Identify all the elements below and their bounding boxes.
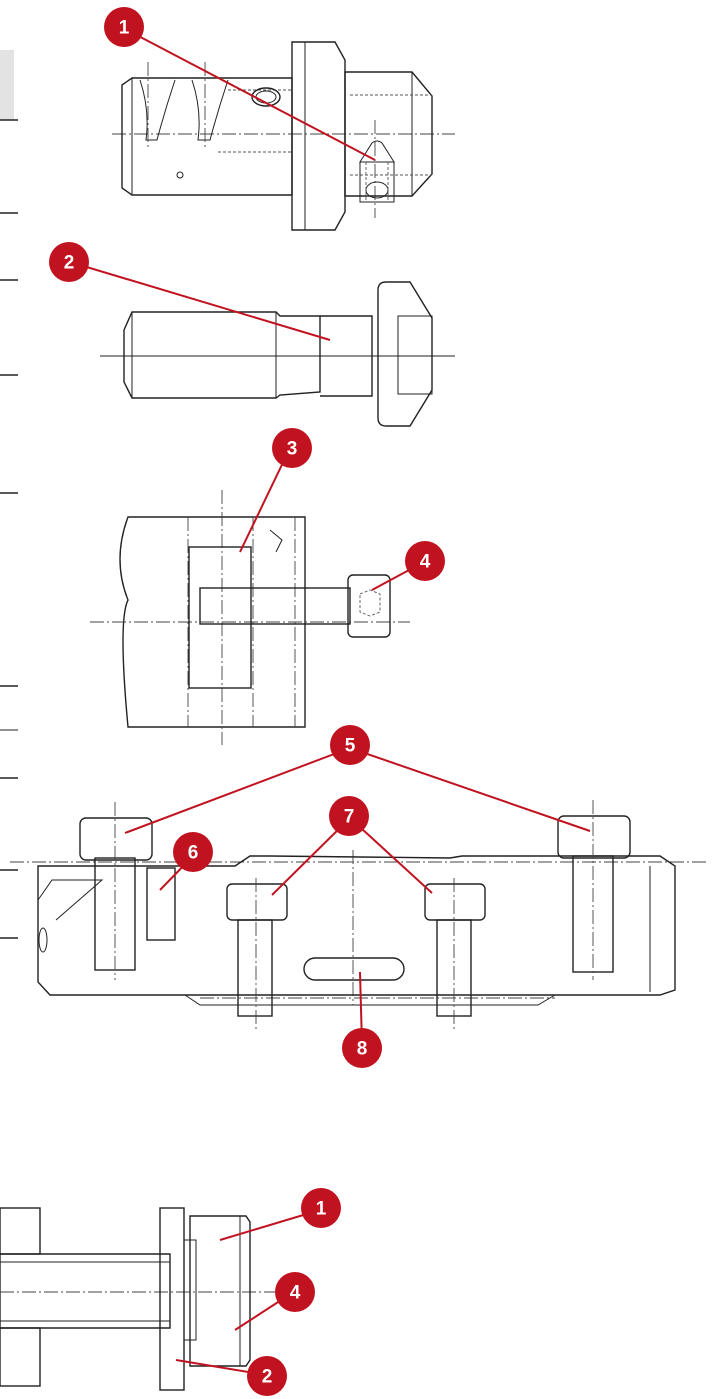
svg-text:6: 6 bbox=[188, 843, 199, 864]
callout-5: 5 bbox=[330, 725, 370, 765]
callout-7: 7 bbox=[329, 796, 369, 836]
callout-6: 6 bbox=[173, 832, 213, 872]
callout-4-top: 4 bbox=[405, 541, 445, 581]
svg-text:1: 1 bbox=[316, 1199, 327, 1220]
callout-2-top: 2 bbox=[49, 242, 89, 282]
svg-text:8: 8 bbox=[357, 1039, 368, 1060]
margin-marks bbox=[0, 50, 18, 939]
shank-drawing bbox=[100, 281, 455, 427]
bar-bolts-drawing bbox=[10, 800, 706, 1030]
block-insert-drawing bbox=[90, 490, 410, 745]
leader-lines bbox=[69, 29, 591, 1376]
callout-8: 8 bbox=[342, 1028, 382, 1068]
svg-text:4: 4 bbox=[420, 552, 431, 573]
callout-1-bottom: 1 bbox=[301, 1188, 341, 1228]
svg-text:5: 5 bbox=[345, 736, 356, 757]
callout-4-bottom: 4 bbox=[275, 1272, 315, 1312]
svg-text:1: 1 bbox=[119, 18, 130, 39]
svg-text:2: 2 bbox=[64, 253, 75, 274]
callout-2-bottom: 2 bbox=[247, 1356, 287, 1396]
tool-holder-drawing bbox=[112, 41, 455, 231]
svg-text:4: 4 bbox=[290, 1283, 301, 1304]
svg-text:3: 3 bbox=[287, 439, 298, 460]
callout-1-top: 1 bbox=[104, 7, 144, 47]
callout-3: 3 bbox=[272, 428, 312, 468]
svg-text:7: 7 bbox=[344, 807, 355, 828]
svg-text:2: 2 bbox=[262, 1367, 273, 1388]
bottom-assembly-drawing bbox=[0, 1207, 300, 1391]
